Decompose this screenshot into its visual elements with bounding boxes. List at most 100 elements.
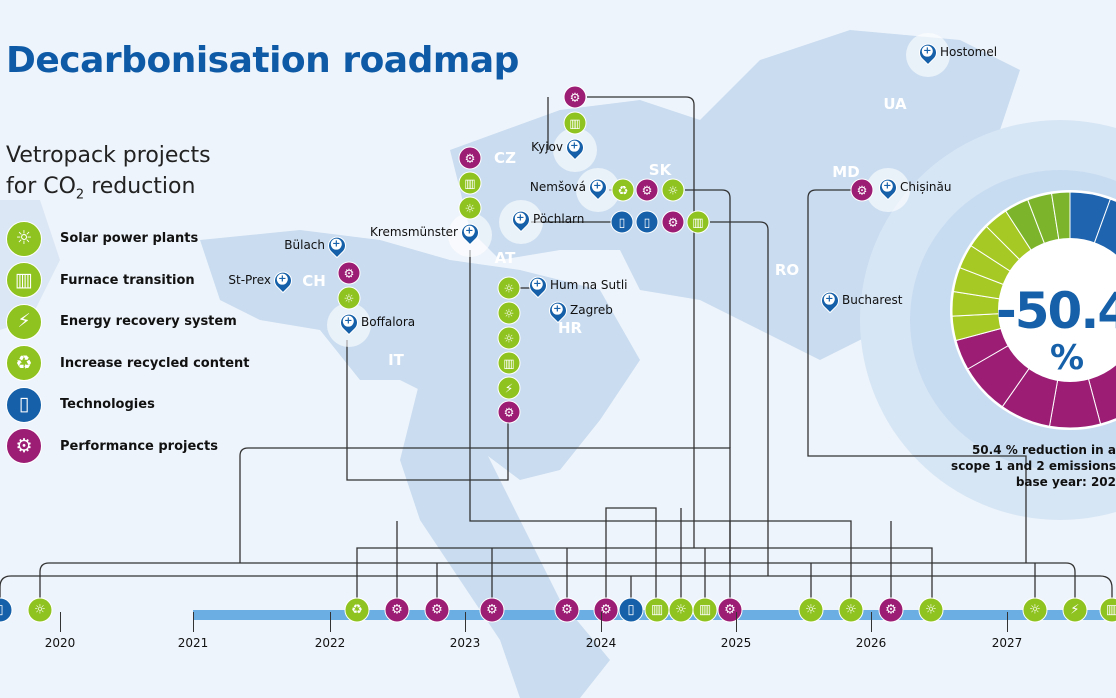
project-furnace-icon: ▥ <box>563 111 587 135</box>
timeline-perf-icon: ⚙ <box>878 597 904 623</box>
city-label: Pöchlarn <box>533 212 585 226</box>
reduction-caption: 50.4 % reduction in a scope 1 and 2 emis… <box>916 442 1116 490</box>
legend-label: Technologies <box>60 397 155 413</box>
timeline-solar-icon: ☼ <box>1022 597 1048 623</box>
country-code: MD <box>832 163 860 181</box>
city-label: Kremsmünster <box>369 225 458 239</box>
project-furnace-icon: ▥ <box>497 351 521 375</box>
year-label: 2025 <box>720 636 752 650</box>
year-tick <box>871 612 872 632</box>
project-perf-icon: ⚙ <box>635 178 659 202</box>
year-label: 2026 <box>855 636 887 650</box>
tech-icon: ▯ <box>6 386 42 423</box>
legend-label: Increase recycled content <box>60 355 250 371</box>
timeline-solar-icon: ☼ <box>918 597 944 623</box>
timeline-perf-icon: ⚙ <box>424 597 450 623</box>
timeline-energy-icon: ⚡ <box>1062 597 1088 623</box>
subtitle: Vetropack projects for CO2 reduction <box>6 140 211 210</box>
subtitle-text: reduction <box>84 174 196 199</box>
country-code: SK <box>648 161 672 179</box>
project-solar-icon: ☼ <box>661 178 685 202</box>
year-tick <box>601 612 602 632</box>
project-perf-icon: ⚙ <box>563 85 587 109</box>
project-solar-icon: ☼ <box>497 301 521 325</box>
year-tick <box>330 612 331 632</box>
year-label: 2027 <box>991 636 1023 650</box>
legend-item-perf: ⚙ Performance projects <box>6 426 250 468</box>
timeline-perf-icon: ⚙ <box>717 597 743 623</box>
project-tech-icon: ▯ <box>610 210 634 234</box>
year-tick <box>193 612 194 632</box>
year-label: 2020 <box>44 636 76 650</box>
city-label: Hostomel <box>940 45 998 59</box>
legend-item-recycled: ♻ Increase recycled content <box>6 343 250 385</box>
project-furnace-icon: ▥ <box>458 171 482 195</box>
caption-line: 50.4 % reduction in a <box>971 443 1116 457</box>
year-label: 2024 <box>585 636 617 650</box>
country-code: CZ <box>494 149 516 167</box>
timeline-furnace-icon: ▥ <box>1099 597 1116 623</box>
project-solar-icon: ☼ <box>497 276 521 300</box>
timeline-perf-icon: ⚙ <box>593 597 619 623</box>
year-label: 2022 <box>314 636 346 650</box>
country-code: CH <box>302 272 326 290</box>
project-energy-icon: ⚡ <box>497 376 521 400</box>
project-furnace-icon: ▥ <box>686 210 710 234</box>
year-tick <box>1007 612 1008 632</box>
subscript: 2 <box>75 187 85 203</box>
legend-label: Furnace transition <box>60 272 195 288</box>
timeline-perf-icon: ⚙ <box>384 597 410 623</box>
legend-item-energy: ⚡Energy recovery system <box>6 301 250 343</box>
legend: ☼Solar power plants▥ Furnace transition ⚡E… <box>6 218 250 467</box>
city-label: Zagreb <box>570 303 613 317</box>
city-label: Boffalora <box>361 315 416 329</box>
page-title: Decarbonisation roadmap <box>6 40 519 81</box>
reduction-value: -50.4 <box>996 282 1116 340</box>
recycled-icon: ♻ <box>6 345 42 382</box>
country-code: HR <box>557 319 583 337</box>
subtitle-text: for CO <box>6 174 76 199</box>
project-perf-icon: ⚙ <box>850 178 874 202</box>
city-label: Hum na Sutli <box>550 278 628 292</box>
timeline-solar-icon: ☼ <box>27 597 53 623</box>
timeline-furnace-icon: ▥ <box>692 597 718 623</box>
perf-icon: ⚙ <box>6 428 42 465</box>
year-tick <box>60 612 61 632</box>
legend-item-furnace: ▥ Furnace transition <box>6 260 250 302</box>
project-perf-icon: ⚙ <box>458 146 482 170</box>
timeline-solar-icon: ☼ <box>668 597 694 623</box>
timeline-solar-icon: ☼ <box>798 597 824 623</box>
project-solar-icon: ☼ <box>337 286 361 310</box>
project-perf-icon: ⚙ <box>337 261 361 285</box>
project-perf-icon: ⚙ <box>497 400 521 424</box>
project-solar-icon: ☼ <box>497 326 521 350</box>
legend-item-tech: ▯ Technologies <box>6 384 250 426</box>
city-label: Chișinău <box>900 180 952 194</box>
project-tech-icon: ▯ <box>635 210 659 234</box>
legend-label: Performance projects <box>60 438 218 454</box>
year-tick <box>465 612 466 632</box>
caption-line: base year: 202 <box>1015 475 1116 489</box>
timeline-perf-icon: ⚙ <box>479 597 505 623</box>
legend-label: Solar power plants <box>60 231 199 247</box>
subtitle-line-1: Vetropack projects <box>6 143 211 168</box>
city-label: St-Prex <box>228 273 271 287</box>
legend-item-solar: ☼Solar power plants <box>6 218 250 260</box>
city-label: Nemšová <box>529 180 586 194</box>
project-solar-icon: ☼ <box>458 196 482 220</box>
reduction-unit: % <box>1050 338 1085 378</box>
furnace-icon: ▥ <box>6 262 42 299</box>
timeline-recycled-icon: ♻ <box>344 597 370 623</box>
country-code: IT <box>388 351 404 369</box>
country-code: RO <box>774 261 800 279</box>
city-label: Kyjov <box>531 140 563 154</box>
city-label: Bülach <box>284 238 325 252</box>
country-code: UA <box>883 95 907 113</box>
timeline-furnace-icon: ▥ <box>644 597 670 623</box>
caption-line: scope 1 and 2 emissions <box>951 459 1116 473</box>
timeline-perf-icon: ⚙ <box>554 597 580 623</box>
year-tick <box>736 612 737 632</box>
year-label: 2023 <box>449 636 481 650</box>
subtitle-line-2: for CO2 reduction <box>6 171 211 210</box>
country-code: AT <box>494 249 516 267</box>
